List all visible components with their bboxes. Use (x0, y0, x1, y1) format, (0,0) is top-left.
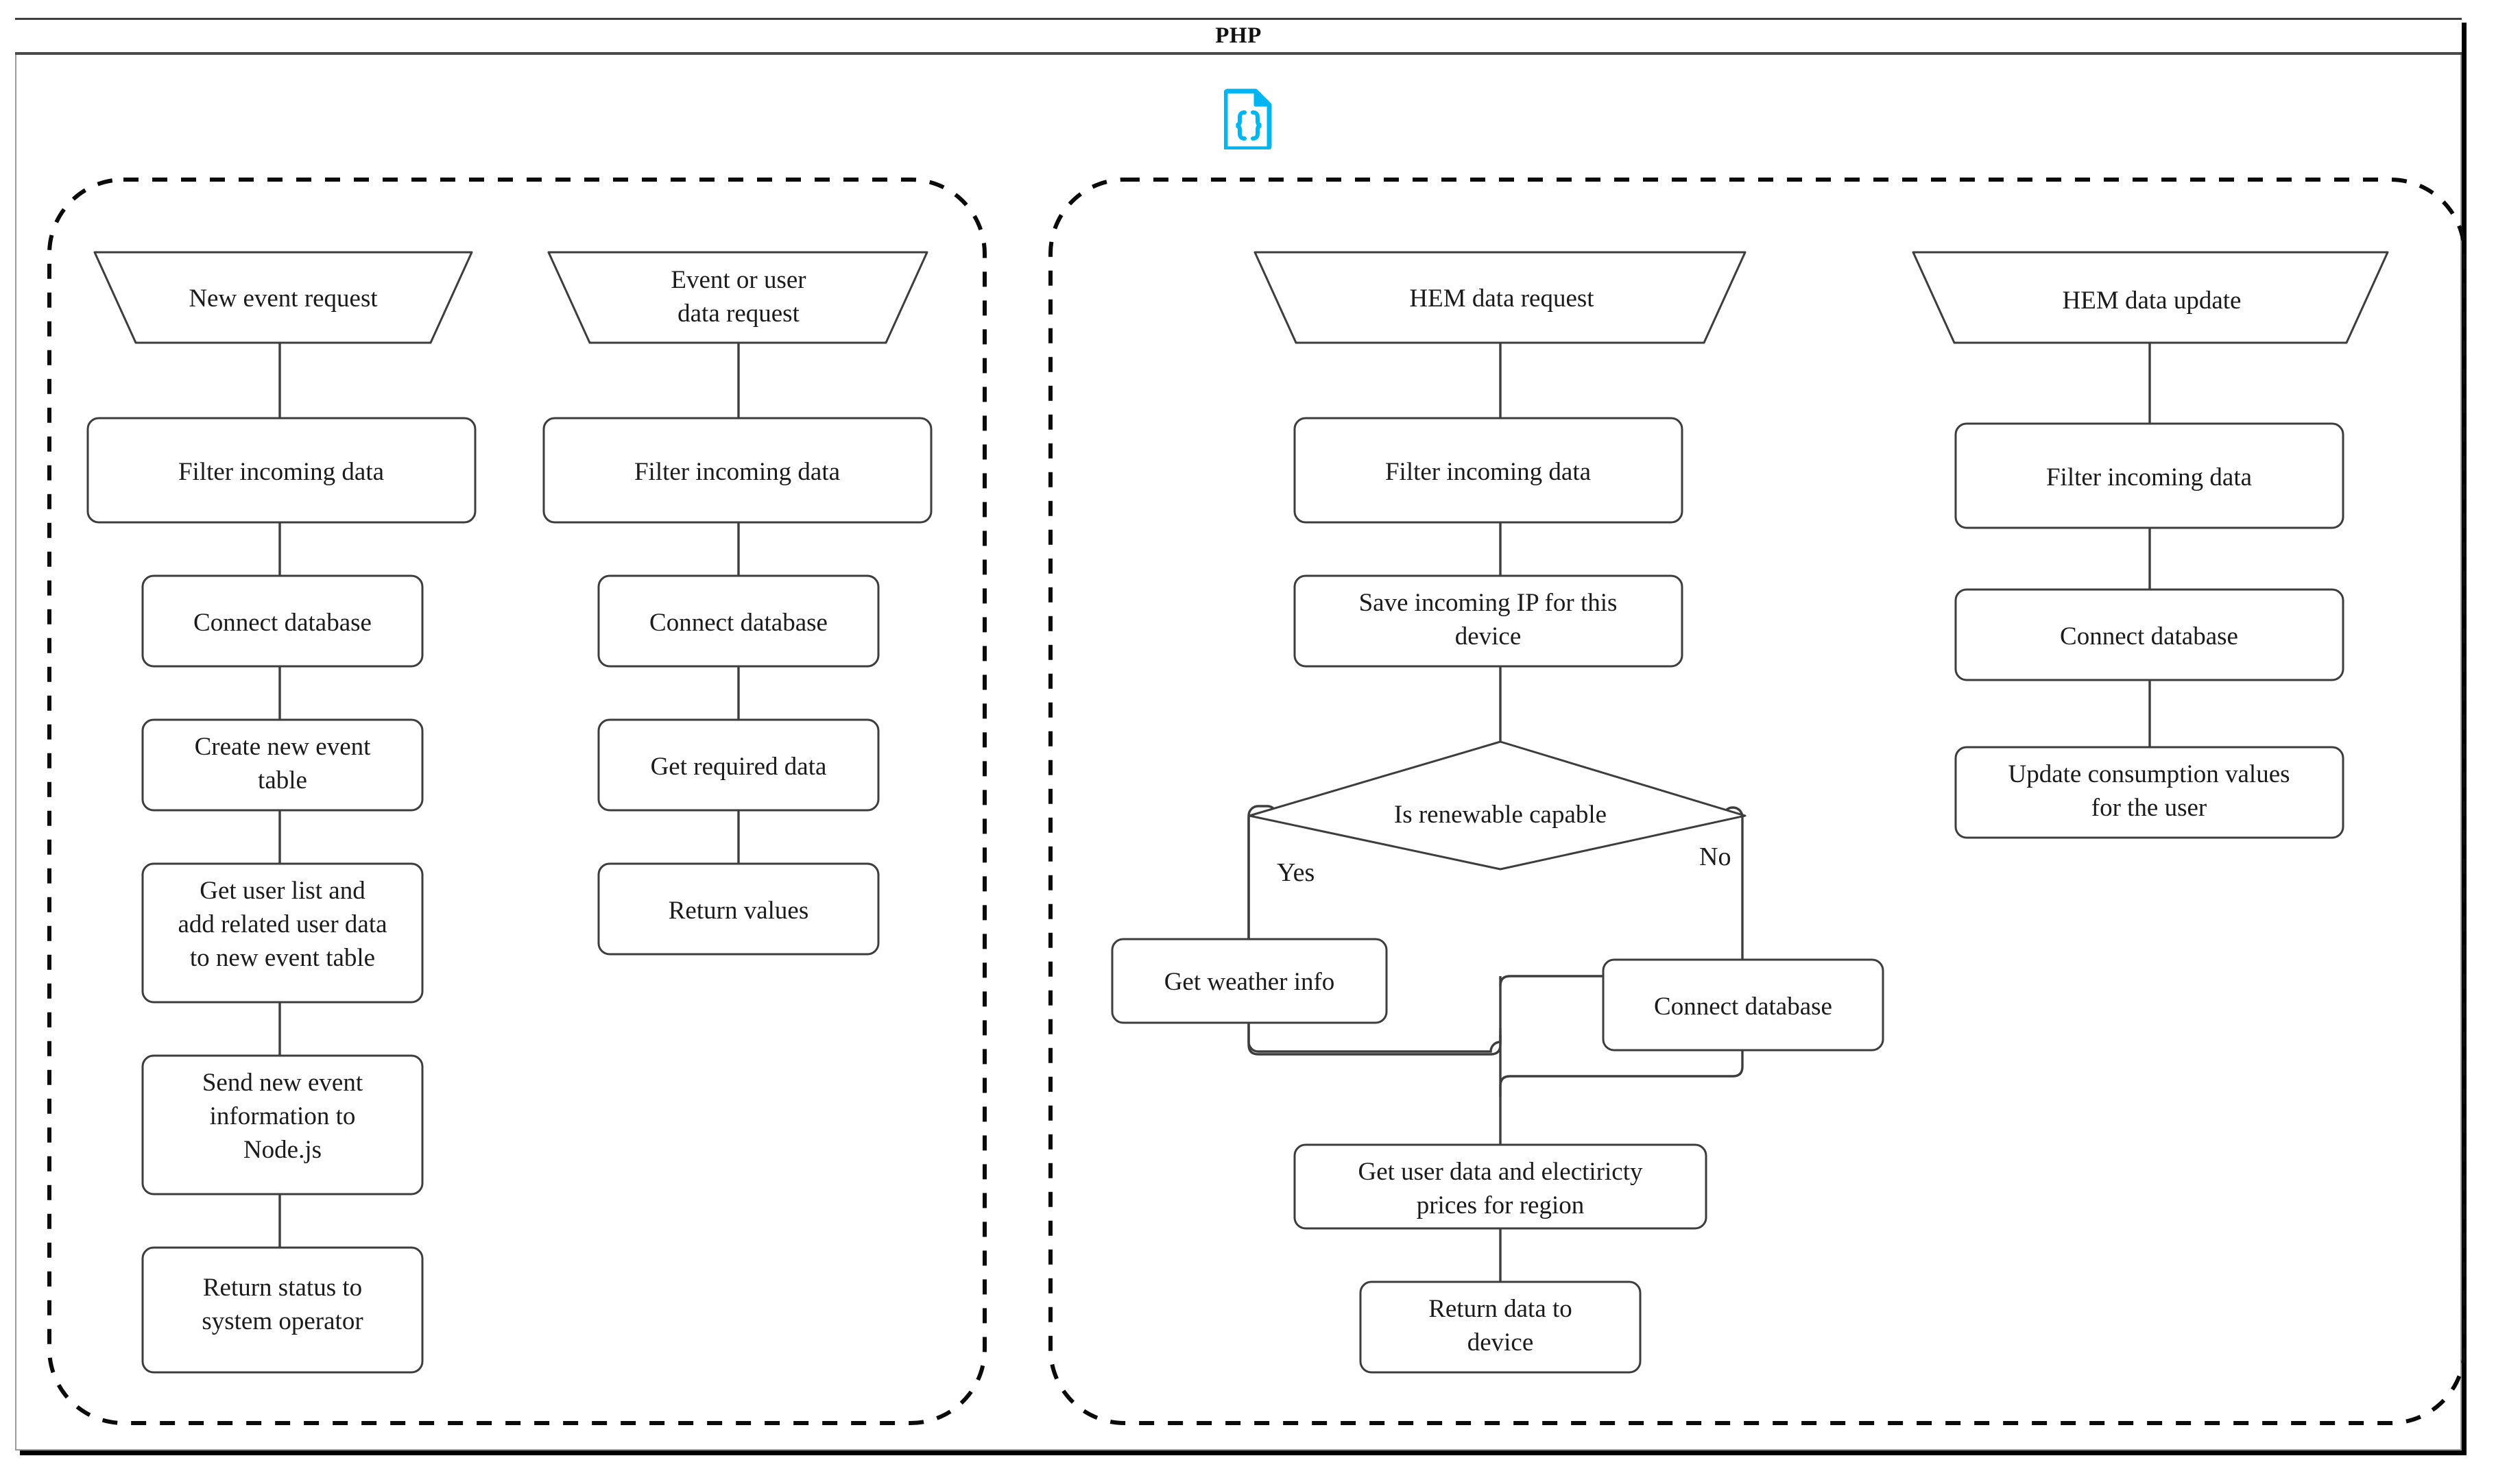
node-connect-database-4[interactable]: Connect database (1954, 588, 2344, 681)
node-filter-incoming-data-2[interactable]: Filter incoming data (542, 417, 933, 524)
page-title: PHP (1215, 23, 1262, 48)
node-connect-database-2[interactable]: Connect database (597, 574, 880, 668)
node-is-renewable-capable[interactable]: Is renewable capable (1248, 740, 1747, 871)
node-label: Connect database (649, 609, 828, 637)
lane-hem-data-request: HEM data request Filter incoming data Sa… (1111, 251, 1884, 1374)
node-get-user-list-add-related-data[interactable]: Get user list and add related user data … (141, 862, 424, 1004)
node-filter-incoming-data-1[interactable]: Filter incoming data (86, 417, 477, 524)
node-return-values[interactable]: Return values (597, 862, 880, 956)
node-event-or-user-data-request[interactable]: Event or user data request (547, 251, 928, 344)
node-label: Connect database (2060, 622, 2238, 651)
lane-event-or-user-data-request: Event or user data request Filter incomi… (542, 251, 933, 956)
node-label: HEM data request (1409, 284, 1594, 313)
node-return-status-to-system-operator[interactable]: Return status to system operator (141, 1246, 424, 1374)
node-label: for the user (2091, 794, 2207, 822)
node-label: Get required data (651, 753, 827, 781)
node-label: device (1455, 622, 1522, 651)
node-update-consumption-values[interactable]: Update consumption values for the user (1954, 746, 2344, 839)
node-filter-incoming-data-3[interactable]: Filter incoming data (1293, 417, 1683, 524)
node-label: Filter incoming data (2046, 463, 2252, 491)
node-label: Filter incoming data (1385, 458, 1591, 486)
node-label: prices for region (1417, 1191, 1585, 1219)
node-new-event-request[interactable]: New event request (93, 251, 473, 344)
node-get-required-data[interactable]: Get required data (597, 718, 880, 812)
node-label: Get user data and electiricty (1358, 1158, 1643, 1186)
node-hem-data-update[interactable]: HEM data update (1912, 251, 2389, 344)
branch-label-yes: Yes (1277, 858, 1315, 887)
node-save-incoming-ip[interactable]: Save incoming IP for this device (1293, 574, 1683, 668)
group-hem-api (1048, 178, 2467, 1425)
node-connect-database-1[interactable]: Connect database (141, 574, 424, 668)
node-label: to new event table (190, 944, 375, 972)
connector-db-in (1499, 975, 1632, 986)
node-label: Return data to (1428, 1295, 1572, 1323)
node-return-data-to-device[interactable]: Return data to device (1359, 1280, 1642, 1374)
connector-no (1722, 806, 1744, 960)
branch-label-no: No (1699, 842, 1731, 871)
node-get-user-data-and-electricity-prices[interactable]: Get user data and electiricty prices for… (1293, 1143, 1707, 1230)
node-label: Return values (669, 897, 808, 925)
node-label: Connect database (193, 609, 372, 637)
node-label: Is renewable capable (1394, 801, 1607, 829)
node-send-new-event-info-to-nodejs[interactable]: Send new event information to Node.js (141, 1054, 424, 1195)
node-connect-database-3[interactable]: Connect database (1602, 958, 1884, 1052)
connector-yes (1247, 805, 1278, 939)
node-label: table (258, 766, 307, 794)
node-label: Connect database (1654, 993, 1832, 1021)
node-label: New event request (189, 284, 378, 313)
node-label: add related user data (178, 910, 387, 938)
node-label: HEM data update (2063, 287, 2242, 315)
node-label: Filter incoming data (178, 458, 384, 486)
lane-hem-data-update: HEM data update Filter incoming data Con… (1912, 251, 2389, 839)
node-label: information to (210, 1102, 356, 1130)
connector-merge-left (1247, 1023, 1502, 1053)
node-hem-data-request[interactable]: HEM data request (1253, 251, 1747, 344)
lane-new-event-request: New event request Filter incoming data C… (86, 251, 477, 1374)
node-label: device (1467, 1328, 1534, 1357)
node-label: Event or user (671, 266, 806, 294)
group-web-api (47, 178, 987, 1425)
node-label: Get weather info (1164, 968, 1335, 996)
node-label: Send new event (202, 1069, 363, 1097)
connector-db-out (1499, 1050, 1744, 1097)
node-label: Update consumption values (2008, 760, 2290, 788)
node-label: Get user list and (200, 877, 365, 905)
node-label: Save incoming IP for this (1359, 589, 1618, 617)
node-label: Filter incoming data (634, 458, 840, 486)
node-label: data request (677, 300, 800, 328)
code-file-icon (1223, 88, 1273, 151)
diagram-title-bar: PHP (15, 18, 2462, 55)
node-filter-incoming-data-4[interactable]: Filter incoming data (1954, 422, 2344, 529)
node-label: Return status to (203, 1274, 362, 1302)
node-label: Node.js (243, 1136, 322, 1164)
connector-merge-left (1247, 1023, 1502, 1056)
node-get-weather-info[interactable]: Get weather info (1111, 938, 1388, 1024)
node-create-new-event-table[interactable]: Create new event table (141, 718, 424, 812)
node-label: Create new event (195, 733, 372, 761)
node-label: system operator (202, 1307, 363, 1335)
